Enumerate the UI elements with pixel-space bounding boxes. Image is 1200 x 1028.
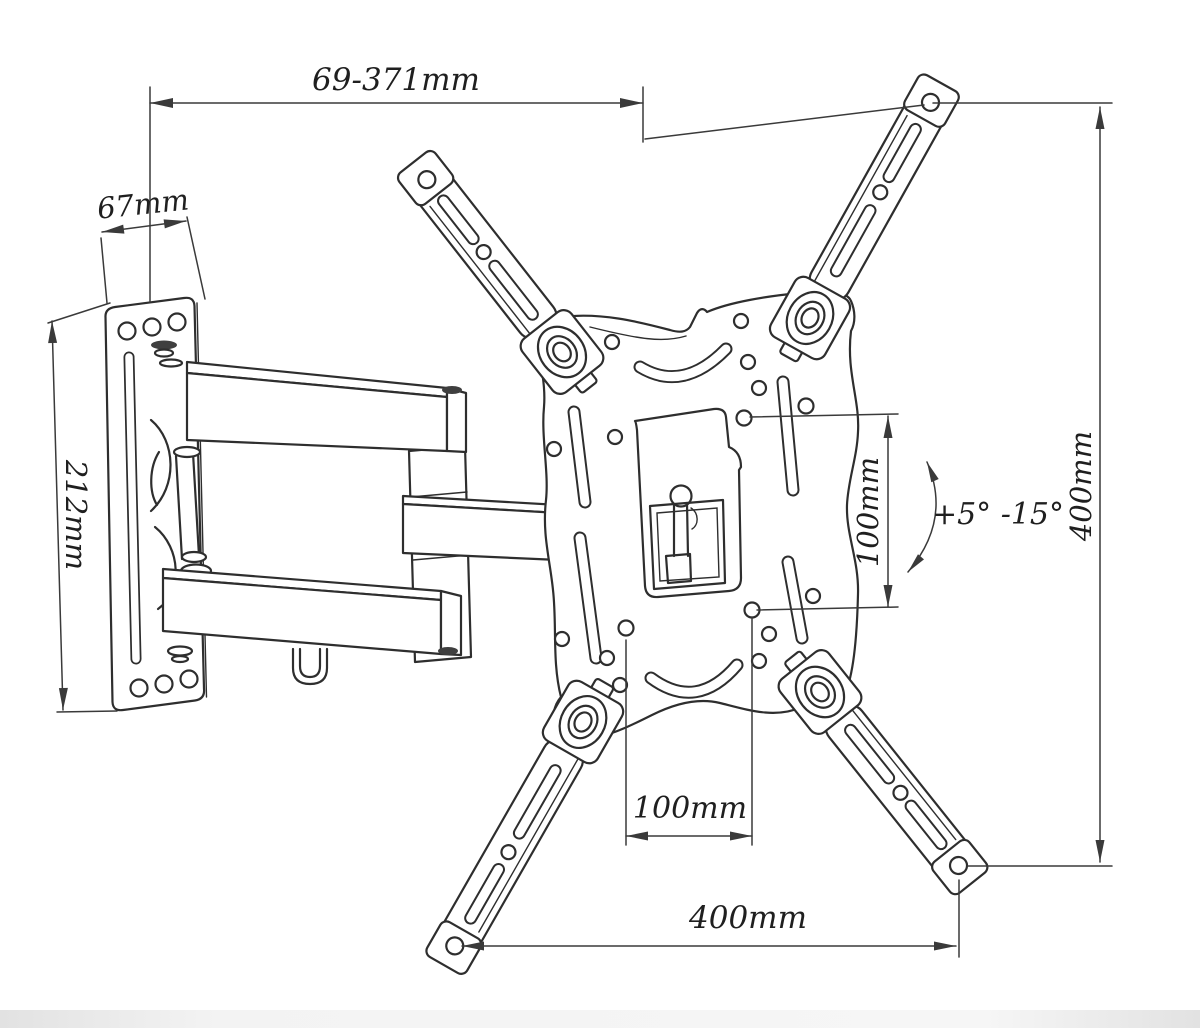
strap-bottom-right — [777, 649, 989, 896]
dim-bracket-width: 400mm — [688, 900, 807, 936]
wall-hole — [129, 678, 149, 698]
wall-hole — [167, 312, 187, 332]
strap-bottom-left — [425, 677, 625, 975]
dim-vesa-vertical: 100mm — [851, 457, 885, 567]
strap-top-left — [396, 149, 605, 395]
dimension-lines — [47, 86, 1113, 958]
wall-hole — [142, 317, 162, 337]
wall-hole — [179, 669, 199, 689]
dim-vesa-horizontal: 100mm — [633, 791, 747, 826]
vesa-plate — [538, 290, 860, 741]
dim-wall-plate-width: 67mm — [95, 182, 190, 225]
extension-arm — [401, 494, 561, 562]
upper-arm — [185, 360, 468, 454]
hinge-assembly — [149, 340, 213, 664]
cable-clip — [291, 647, 329, 686]
lower-arm — [161, 567, 463, 657]
latch-hook-icon — [669, 484, 693, 508]
hinge-bolt-icon — [151, 340, 177, 350]
vesa-holes — [545, 312, 822, 694]
photo-bottom-edge — [0, 1010, 1200, 1028]
dimension-labels: 69-371mm 67mm 212mm 100mm +5° -15° 400mm… — [59, 62, 1098, 936]
dim-tilt-range: +5° -15° — [932, 497, 1064, 532]
dim-bracket-height: 400mm — [1064, 431, 1098, 542]
dim-extension-range: 69-371mm — [312, 62, 480, 98]
wall-plate — [104, 296, 208, 712]
wall-hole — [154, 674, 174, 694]
wall-hole — [117, 321, 137, 341]
strap-top-right — [768, 73, 960, 363]
dim-wall-plate-height: 212mm — [59, 459, 93, 570]
